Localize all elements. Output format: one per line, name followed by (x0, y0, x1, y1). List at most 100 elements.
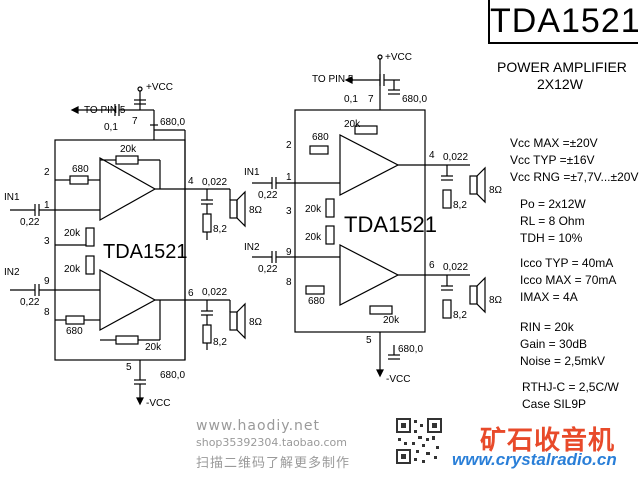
spec-case: Case SIL9P (522, 397, 587, 411)
rzobel-1-left (202, 213, 212, 233)
spec-imax: IMAX = 4A (520, 290, 578, 304)
svg-text:3: 3 (286, 206, 292, 217)
rfb-top-left (115, 155, 139, 165)
left-vcc-pos: +VCC (146, 82, 173, 93)
spec-vcc-max: Vcc MAX =±20V (510, 136, 598, 150)
right-circuit (252, 54, 486, 378)
spec-vcc-typ: Vcc TYP =±16V (510, 153, 595, 167)
svg-text:6: 6 (188, 288, 194, 299)
right-rbias-top: 20k (305, 204, 322, 215)
spec-gain: Gain = 30dB (520, 337, 588, 351)
left-rfb-bottom: 20k (145, 342, 162, 353)
svg-text:5: 5 (126, 362, 132, 373)
svg-text:8: 8 (44, 307, 50, 318)
speaker-1-right (469, 175, 478, 195)
rzobel-1-right (442, 189, 452, 209)
r680-top-right (309, 145, 329, 155)
right-c-supply-small: 0,1 (344, 94, 358, 105)
svg-text:5: 5 (366, 335, 372, 346)
right-rbias-bottom: 20k (305, 232, 322, 243)
spec-rl: RL = 8 Ohm (520, 214, 585, 228)
subtitle-line1: POWER AMPLIFIER (497, 59, 627, 75)
svg-text:4: 4 (429, 150, 435, 161)
left-rbias-top: 20k (64, 228, 81, 239)
svg-text:9: 9 (44, 276, 50, 287)
spec-tdh: TDH = 10% (520, 231, 583, 245)
right-c-in1: 0,22 (258, 190, 278, 201)
rbias-bottom-right (325, 225, 335, 245)
crystalradio-url: www.crystalradio.cn (452, 450, 617, 469)
svg-text:1: 1 (286, 172, 292, 183)
rzobel-2-right (442, 299, 452, 319)
r680-bottom-right (305, 285, 325, 295)
spec-icco-max: Icco MAX = 70mA (520, 273, 617, 287)
right-rzobel1: 8,2 (453, 200, 467, 211)
left-spk2: 8Ω (249, 317, 263, 328)
right-rfb-bottom: 20k (383, 315, 400, 326)
right-rzobel2: 8,2 (453, 310, 467, 321)
speaker-1-left (229, 199, 238, 219)
r680-bottom-left (65, 315, 85, 325)
left-c-in1: 0,22 (20, 217, 40, 228)
rfb-bottom-left (115, 335, 139, 345)
watermark-shop: shop35392304.taobao.com (196, 436, 347, 449)
right-c-out1: 0,022 (443, 152, 468, 163)
watermark-site: www.haodiy.net (196, 418, 321, 434)
left-c-supply-small: 0,1 (104, 122, 118, 133)
rzobel-2-left (202, 324, 212, 344)
left-c-supply-neg: 680,0 (160, 370, 185, 381)
r680-top-left (69, 175, 89, 185)
right-in1: IN1 (244, 167, 260, 178)
watermark-cn-text: 扫描二维码了解更多制作 (196, 456, 351, 471)
left-chip-label: TDA1521 (103, 241, 188, 263)
rbias-top-left (85, 227, 95, 247)
left-rzobel1: 8,2 (213, 224, 227, 235)
chip-outline-right (294, 109, 426, 333)
to-pin5-arrow-left (70, 106, 79, 114)
left-c-supply-big: 680,0 (160, 117, 185, 128)
right-r680-bottom: 680 (308, 296, 325, 307)
right-spk1: 8Ω (489, 185, 503, 196)
left-c-out2: 0,022 (202, 287, 227, 298)
svg-text:8: 8 (286, 277, 292, 288)
right-rfb-top: 20k (344, 119, 361, 130)
svg-text:7: 7 (132, 116, 138, 127)
qr-code (396, 418, 442, 464)
spec-po: Po = 2x12W (520, 197, 586, 211)
svg-text:2: 2 (44, 167, 50, 178)
rfb-bottom-right (369, 305, 393, 315)
rbias-bottom-left (85, 255, 95, 275)
speaker-2-left (229, 311, 238, 331)
left-to-pin5: TO PIN 5 (84, 105, 126, 116)
svg-text:9: 9 (286, 247, 292, 258)
svg-text:1: 1 (44, 200, 50, 211)
opamp-1-left (99, 156, 157, 222)
svg-text:2: 2 (286, 140, 292, 151)
rbias-top-right (325, 198, 335, 218)
left-spk1: 8Ω (249, 205, 263, 216)
right-vcc-pos: +VCC (385, 52, 412, 63)
rfb-top-right (354, 125, 378, 135)
right-spk2: 8Ω (489, 295, 503, 306)
chip-outline-left (54, 139, 186, 361)
left-rzobel2: 8,2 (213, 337, 227, 348)
spec-rin: RIN = 20k (520, 320, 574, 334)
left-rfb-top: 20k (120, 144, 137, 155)
left-c-out1: 0,022 (202, 177, 227, 188)
left-in2: IN2 (4, 267, 20, 278)
left-rbias-bottom: 20k (64, 264, 81, 275)
speaker-2-right (469, 285, 478, 305)
svg-text:3: 3 (44, 236, 50, 247)
spec-rthj: RTHJ-C = 2,5C/W (522, 380, 619, 394)
left-circuit (10, 86, 246, 406)
svg-text:4: 4 (188, 176, 194, 187)
opamp-1-right (339, 134, 400, 196)
spec-noise: Noise = 2,5mkV (520, 354, 606, 368)
crystalradio-badge: 矿石收音机 (480, 426, 616, 456)
right-chip-label: TDA1521 (344, 212, 437, 237)
opamp-2-left (99, 268, 157, 332)
right-in2: IN2 (244, 242, 260, 253)
right-c-supply-big: 680,0 (402, 94, 427, 105)
right-c-in2: 0,22 (258, 264, 278, 275)
